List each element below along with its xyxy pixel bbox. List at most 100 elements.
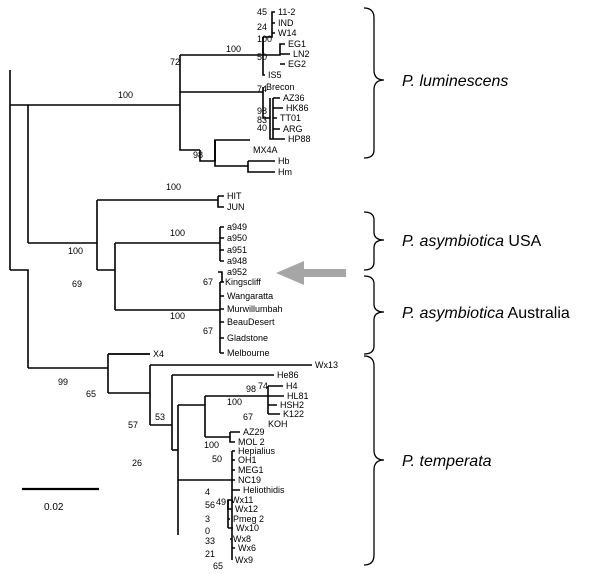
leaf-label: HP88 bbox=[288, 134, 311, 144]
bootstrap-value: 99 bbox=[58, 377, 68, 387]
tree-branch bbox=[179, 55, 200, 151]
leaf-label: LN2 bbox=[293, 49, 310, 59]
bootstrap-value: 74 bbox=[257, 84, 267, 94]
bootstrap-value: 100 bbox=[226, 44, 241, 54]
bootstrap-value: 74 bbox=[258, 381, 268, 391]
clade-brace-luminescens bbox=[363, 7, 385, 159]
tree-branch bbox=[247, 160, 275, 173]
leaf-label: TT01 bbox=[280, 113, 301, 123]
tree-branch bbox=[230, 538, 235, 549]
leaf-label: He86 bbox=[277, 370, 299, 380]
leaf-label: HK86 bbox=[286, 103, 309, 113]
leaf-labels: 11-2INDW14EG1LN2EG2IS5BreconAZ36HK86TT01… bbox=[153, 7, 338, 565]
leaf-label: BeauDesert bbox=[227, 317, 275, 327]
bootstrap-value: 49 bbox=[216, 497, 226, 507]
leaf-label: Wx6 bbox=[238, 543, 256, 553]
bootstrap-value: 69 bbox=[72, 279, 82, 289]
bootstrap-value: 0 bbox=[205, 526, 210, 536]
bootstrap-value: 100 bbox=[257, 34, 272, 44]
leaf-label: MEG1 bbox=[238, 465, 264, 475]
bootstrap-value: 67 bbox=[243, 412, 253, 422]
leaf-label: Kingscliff bbox=[225, 277, 261, 287]
leaf-label: Hepialius bbox=[238, 446, 276, 456]
bootstrap-value: 4 bbox=[205, 487, 210, 497]
tree-branch bbox=[272, 22, 275, 34]
tree-branch bbox=[229, 431, 240, 443]
leaf-label: Brecon bbox=[266, 82, 295, 92]
leaf-label: MOL 2 bbox=[238, 437, 265, 447]
leaf-label: 11-2 bbox=[278, 7, 295, 17]
tree-branch bbox=[267, 385, 284, 415]
scale-bar: 0.02 bbox=[22, 487, 99, 513]
leaf-label: a950 bbox=[227, 233, 247, 243]
leaf-label: a952 bbox=[227, 267, 247, 277]
bootstrap-value: 56 bbox=[205, 500, 215, 510]
bootstrap-value: 67 bbox=[203, 326, 213, 336]
bootstrap-value: 100 bbox=[204, 440, 219, 450]
leaf-label: IS5 bbox=[268, 70, 282, 80]
bootstrap-value: 57 bbox=[128, 420, 138, 430]
bootstrap-value: 98 bbox=[246, 384, 256, 394]
bootstrap-value: 100 bbox=[170, 311, 185, 321]
leaf-label: Heliothidis bbox=[243, 485, 285, 495]
clade-brace-asym-australia bbox=[363, 275, 385, 355]
bootstrap-value: 21 bbox=[205, 549, 215, 559]
bootstrap-value: 98 bbox=[257, 106, 267, 116]
scale-label: 0.02 bbox=[44, 502, 64, 513]
leaf-label: Hb bbox=[278, 156, 290, 166]
clade-brace-asym-usa bbox=[363, 211, 385, 271]
leaf-label: Pmeg 2 bbox=[233, 514, 264, 524]
leaf-label: EG2 bbox=[288, 59, 306, 69]
tree-branch bbox=[217, 195, 224, 208]
kingscliff-arrow bbox=[276, 261, 346, 285]
bootstrap-value: 100 bbox=[170, 228, 185, 238]
tree-branch bbox=[10, 269, 29, 368]
bootstrap-value: 100 bbox=[118, 90, 133, 100]
clade-label-asym-usa: P. asymbiotica USA bbox=[402, 233, 542, 250]
tree-branch bbox=[262, 92, 270, 119]
bootstrap-value: 67 bbox=[203, 277, 213, 287]
bootstrap-value: 83 bbox=[257, 115, 267, 125]
leaf-label: Wx13 bbox=[315, 360, 338, 370]
tree-branch bbox=[273, 97, 285, 140]
bootstrap-value: 24 bbox=[257, 22, 267, 32]
clade-label-temperata: P. temperata bbox=[402, 453, 492, 470]
leaf-label: HIT bbox=[227, 191, 242, 201]
bootstrap-value: 33 bbox=[205, 536, 215, 546]
leaf-label: AZ29 bbox=[243, 427, 265, 437]
leaf-label: JUN bbox=[227, 202, 245, 212]
leaf-label: Wx12 bbox=[235, 504, 258, 514]
leaf-label: Wx9 bbox=[235, 555, 253, 565]
bootstrap-value: 100 bbox=[166, 182, 181, 192]
tree-branch bbox=[219, 226, 224, 262]
leaf-label: IND bbox=[278, 18, 294, 28]
tree-branch bbox=[180, 87, 264, 93]
tree-branch bbox=[214, 140, 248, 167]
bootstrap-value: 53 bbox=[155, 412, 165, 422]
leaf-label: ARG bbox=[283, 124, 303, 134]
bootstrap-value: 50 bbox=[212, 454, 222, 464]
leaf-label: H4 bbox=[286, 381, 298, 391]
clade-label-luminescens: P. luminescens bbox=[402, 73, 508, 90]
leaf-label: K122 bbox=[283, 409, 304, 419]
tree-branch bbox=[232, 450, 240, 491]
leaf-label: Wx10 bbox=[236, 523, 259, 533]
bootstrap-value: 50 bbox=[257, 52, 267, 62]
leaf-label: MX4A bbox=[253, 145, 278, 155]
bootstrap-value: 65 bbox=[213, 561, 223, 571]
leaf-label: a948 bbox=[227, 256, 247, 266]
leaf-label: NC19 bbox=[238, 475, 261, 485]
leaf-label: W14 bbox=[278, 28, 297, 38]
tree-branch bbox=[263, 11, 275, 38]
leaf-label: HSH2 bbox=[280, 400, 304, 410]
clade-label-asym-australia: P. asymbiotica Australia bbox=[402, 305, 570, 322]
bootstrap-value: 45 bbox=[257, 7, 267, 17]
tree-branch bbox=[263, 43, 290, 65]
leaf-label: Melbourne bbox=[227, 348, 270, 358]
bootstrap-value: 3 bbox=[205, 514, 210, 524]
bootstrap-value: 26 bbox=[132, 458, 142, 468]
leaf-label: X4 bbox=[153, 349, 164, 359]
bootstrap-value: 100 bbox=[68, 246, 83, 256]
